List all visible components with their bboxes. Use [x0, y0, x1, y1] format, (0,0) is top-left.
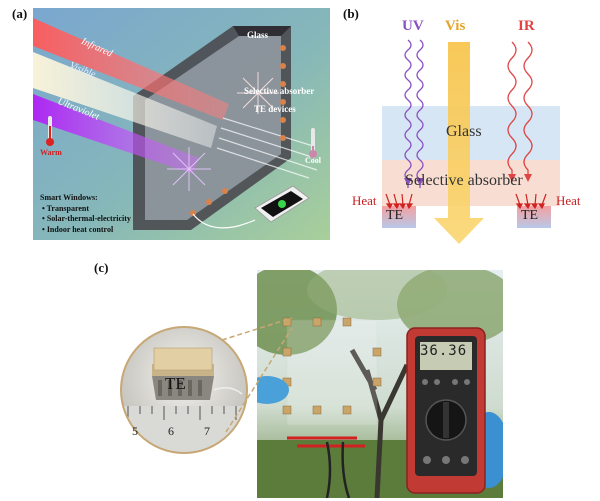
- vis-label: Vis: [445, 18, 466, 34]
- panel-c-photo: [257, 270, 503, 498]
- multimeter-display: [420, 342, 472, 370]
- te-right-label: TE: [521, 208, 539, 223]
- glass-label-b: Glass: [446, 123, 482, 140]
- visible-beam: [33, 52, 217, 148]
- heat-right-label: Heat: [556, 193, 581, 208]
- panel-a-label: (a): [12, 6, 28, 21]
- panel-b-label: (b): [343, 6, 359, 21]
- selective-absorber-label-b: Selective absorber: [405, 172, 523, 189]
- multimeter-reading: 36.36: [420, 343, 468, 359]
- smart-windows-item: • Indoor heat control: [40, 224, 114, 234]
- te-left-label: TE: [386, 208, 404, 223]
- te-devices-label-a: TE devices: [254, 104, 296, 114]
- heat-left-label: Heat: [352, 193, 377, 208]
- ir-wave: [523, 41, 533, 176]
- uv-wave: [404, 39, 412, 188]
- te-module-label: TE: [165, 374, 186, 393]
- vis-arrow: [434, 42, 484, 244]
- ruler-number: 7: [204, 424, 210, 438]
- ultraviolet-beam: [33, 94, 199, 174]
- te-block-left: [382, 206, 416, 228]
- heat-arrows-left: [385, 193, 414, 210]
- warm-label: Warm: [40, 148, 62, 157]
- smart-windows-box: Smart Windows: • Transparent • Solar-the…: [40, 193, 131, 235]
- glass-label-a: Glass: [247, 30, 269, 40]
- infrared-beam: [33, 18, 229, 120]
- cool-label: Cool: [305, 156, 321, 165]
- smart-windows-title: Smart Windows:: [40, 193, 98, 202]
- ruler-number: 6: [168, 424, 174, 438]
- absorber-layer: [382, 160, 560, 206]
- ruler-number: 5: [132, 424, 138, 438]
- uv-wave: [416, 39, 424, 188]
- panel-a-illustration: [33, 8, 330, 240]
- ir-wave: [507, 41, 517, 176]
- te-block-right: [517, 206, 551, 228]
- heat-arrows-right: [515, 193, 547, 210]
- panel-c-label: (c): [94, 260, 109, 275]
- smart-windows-item: • Solar-thermal-electricity: [40, 214, 131, 223]
- panel-b-diagram: [382, 39, 560, 244]
- ir-label: IR: [518, 18, 535, 34]
- selective-absorber-label-a: Selective absorber: [244, 86, 315, 96]
- smartphone-icon: [254, 185, 310, 223]
- uv-label: UV: [402, 18, 424, 34]
- smart-windows-item: • Transparent: [40, 203, 90, 213]
